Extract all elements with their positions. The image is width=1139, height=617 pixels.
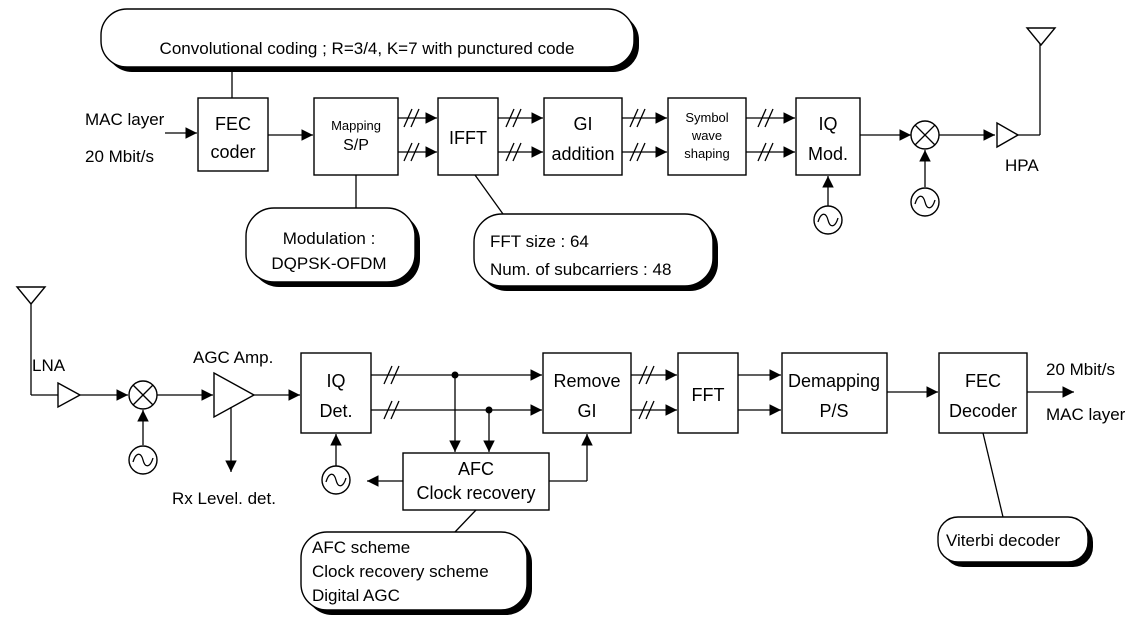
fec-decoder-label-1: FEC bbox=[965, 371, 1001, 391]
remove-gi-label-1: Remove bbox=[553, 371, 620, 391]
oscillator-icon bbox=[910, 187, 940, 217]
callout-coding-text: Convolutional coding ; R=3/4, K=7 with p… bbox=[160, 39, 575, 58]
fft-block: FFT bbox=[677, 352, 739, 434]
mixer-icon bbox=[128, 380, 158, 410]
callout-viterbi-text: Viterbi decoder bbox=[946, 531, 1060, 550]
mixer-icon bbox=[910, 120, 940, 150]
bus-slash bbox=[403, 108, 413, 128]
afc-label-1: AFC bbox=[458, 459, 494, 479]
callout-fft: FFT size : 64 Num. of subcarriers : 48 bbox=[473, 213, 718, 291]
ifft-block: IFFT bbox=[437, 97, 499, 176]
bus-slash bbox=[512, 108, 522, 128]
iq-det-block: IQ Det. bbox=[300, 352, 372, 434]
callout-afc-line1: AFC scheme bbox=[312, 538, 410, 557]
tx-input-rate: 20 Mbit/s bbox=[85, 147, 154, 166]
bus-slash bbox=[403, 142, 413, 162]
bus-slash bbox=[410, 142, 420, 162]
bus-slash bbox=[512, 142, 522, 162]
amplifier-icon bbox=[57, 381, 82, 409]
iq-det-label-2: Det. bbox=[319, 401, 352, 421]
bus-slash bbox=[638, 365, 648, 385]
callout-viterbi: Viterbi decoder bbox=[937, 516, 1093, 567]
iq-mod-label-1: IQ bbox=[818, 114, 837, 134]
iq-mod-block: IQ Mod. bbox=[795, 97, 861, 176]
fec-coder-label-2: coder bbox=[210, 142, 255, 162]
fec-decoder-label-2: Decoder bbox=[949, 401, 1017, 421]
callout-afc-line3: Digital AGC bbox=[312, 586, 400, 605]
mapping-block: Mapping S/P bbox=[313, 97, 399, 176]
amplifier-icon bbox=[996, 44, 1041, 149]
bus-slash bbox=[390, 400, 400, 420]
callout-viterbi-leader bbox=[982, 432, 1004, 518]
callout-fft-line2: Num. of subcarriers : 48 bbox=[490, 260, 671, 279]
amplifier-icon bbox=[213, 371, 256, 419]
gi-addition-label-2: addition bbox=[551, 144, 614, 164]
fec-coder-block: FEC coder bbox=[197, 97, 269, 172]
callout-fft-leader bbox=[474, 174, 504, 215]
symbol-shaping-block: Symbol wave shaping bbox=[667, 97, 747, 176]
bus-slash bbox=[629, 142, 639, 162]
bus-slash bbox=[383, 400, 393, 420]
bus-slash bbox=[764, 108, 774, 128]
bus-slash bbox=[636, 108, 646, 128]
callout-fft-line1: FFT size : 64 bbox=[490, 232, 589, 251]
iq-mod-label-2: Mod. bbox=[808, 144, 848, 164]
callout-modulation-line2: DQPSK-OFDM bbox=[271, 254, 386, 273]
iq-det-label-1: IQ bbox=[326, 371, 345, 391]
callout-coding: Convolutional coding ; R=3/4, K=7 with p… bbox=[100, 8, 639, 72]
bus-slash bbox=[636, 142, 646, 162]
demapping-label-1: Demapping bbox=[788, 371, 880, 391]
mapping-label-2: S/P bbox=[343, 137, 369, 154]
bus-slash bbox=[390, 365, 400, 385]
oscillator-icon bbox=[321, 465, 351, 495]
bus-slash bbox=[410, 108, 420, 128]
bus-slash bbox=[645, 400, 655, 420]
afc-label-2: Clock recovery bbox=[416, 483, 535, 503]
callout-modulation: Modulation : DQPSK-OFDM bbox=[245, 207, 420, 287]
bus-slash bbox=[645, 365, 655, 385]
bus-slash bbox=[383, 365, 393, 385]
bus-slash bbox=[505, 142, 515, 162]
callout-afc: AFC scheme Clock recovery scheme Digital… bbox=[300, 531, 532, 615]
fec-coder-label-1: FEC bbox=[215, 114, 251, 134]
demapping-block: Demapping P/S bbox=[781, 352, 888, 434]
gi-addition-label-1: GI bbox=[573, 114, 592, 134]
remove-gi-label-2: GI bbox=[577, 401, 596, 421]
demapping-label-2: P/S bbox=[819, 401, 848, 421]
fec-decoder-block: FEC Decoder bbox=[938, 352, 1028, 434]
hpa-label: HPA bbox=[1005, 156, 1039, 175]
callout-afc-line2: Clock recovery scheme bbox=[312, 562, 489, 581]
gi-addition-block: GI addition bbox=[543, 97, 623, 176]
bus-slash bbox=[629, 108, 639, 128]
ifft-label: IFFT bbox=[449, 128, 487, 148]
fft-label: FFT bbox=[692, 385, 725, 405]
bus-slash bbox=[757, 142, 767, 162]
bus-slash bbox=[505, 108, 515, 128]
afc-block: AFC Clock recovery bbox=[402, 452, 550, 511]
rx-output-rate: 20 Mbit/s bbox=[1046, 360, 1115, 379]
oscillator-icon bbox=[813, 205, 843, 235]
tx-input-label: MAC layer bbox=[85, 110, 165, 129]
agc-amp-label: AGC Amp. bbox=[193, 348, 273, 367]
mapping-label-1: Mapping bbox=[331, 118, 381, 133]
bus-slash bbox=[757, 108, 767, 128]
shaping-label-2: wave bbox=[691, 128, 722, 143]
lna-label: LNA bbox=[32, 356, 66, 375]
rx-level-label: Rx Level. det. bbox=[172, 489, 276, 508]
oscillator-icon bbox=[128, 445, 158, 475]
antenna-icon bbox=[1025, 27, 1057, 47]
shaping-label-1: Symbol bbox=[685, 110, 728, 125]
rx-output-label: MAC layer bbox=[1046, 405, 1126, 424]
antenna-icon bbox=[15, 286, 47, 354]
shaping-label-3: shaping bbox=[684, 146, 730, 161]
callout-afc-leader bbox=[454, 509, 477, 533]
callout-modulation-line1: Modulation : bbox=[283, 229, 376, 248]
bus-slash bbox=[764, 142, 774, 162]
remove-gi-block: Remove GI bbox=[542, 352, 632, 434]
bus-slash bbox=[638, 400, 648, 420]
